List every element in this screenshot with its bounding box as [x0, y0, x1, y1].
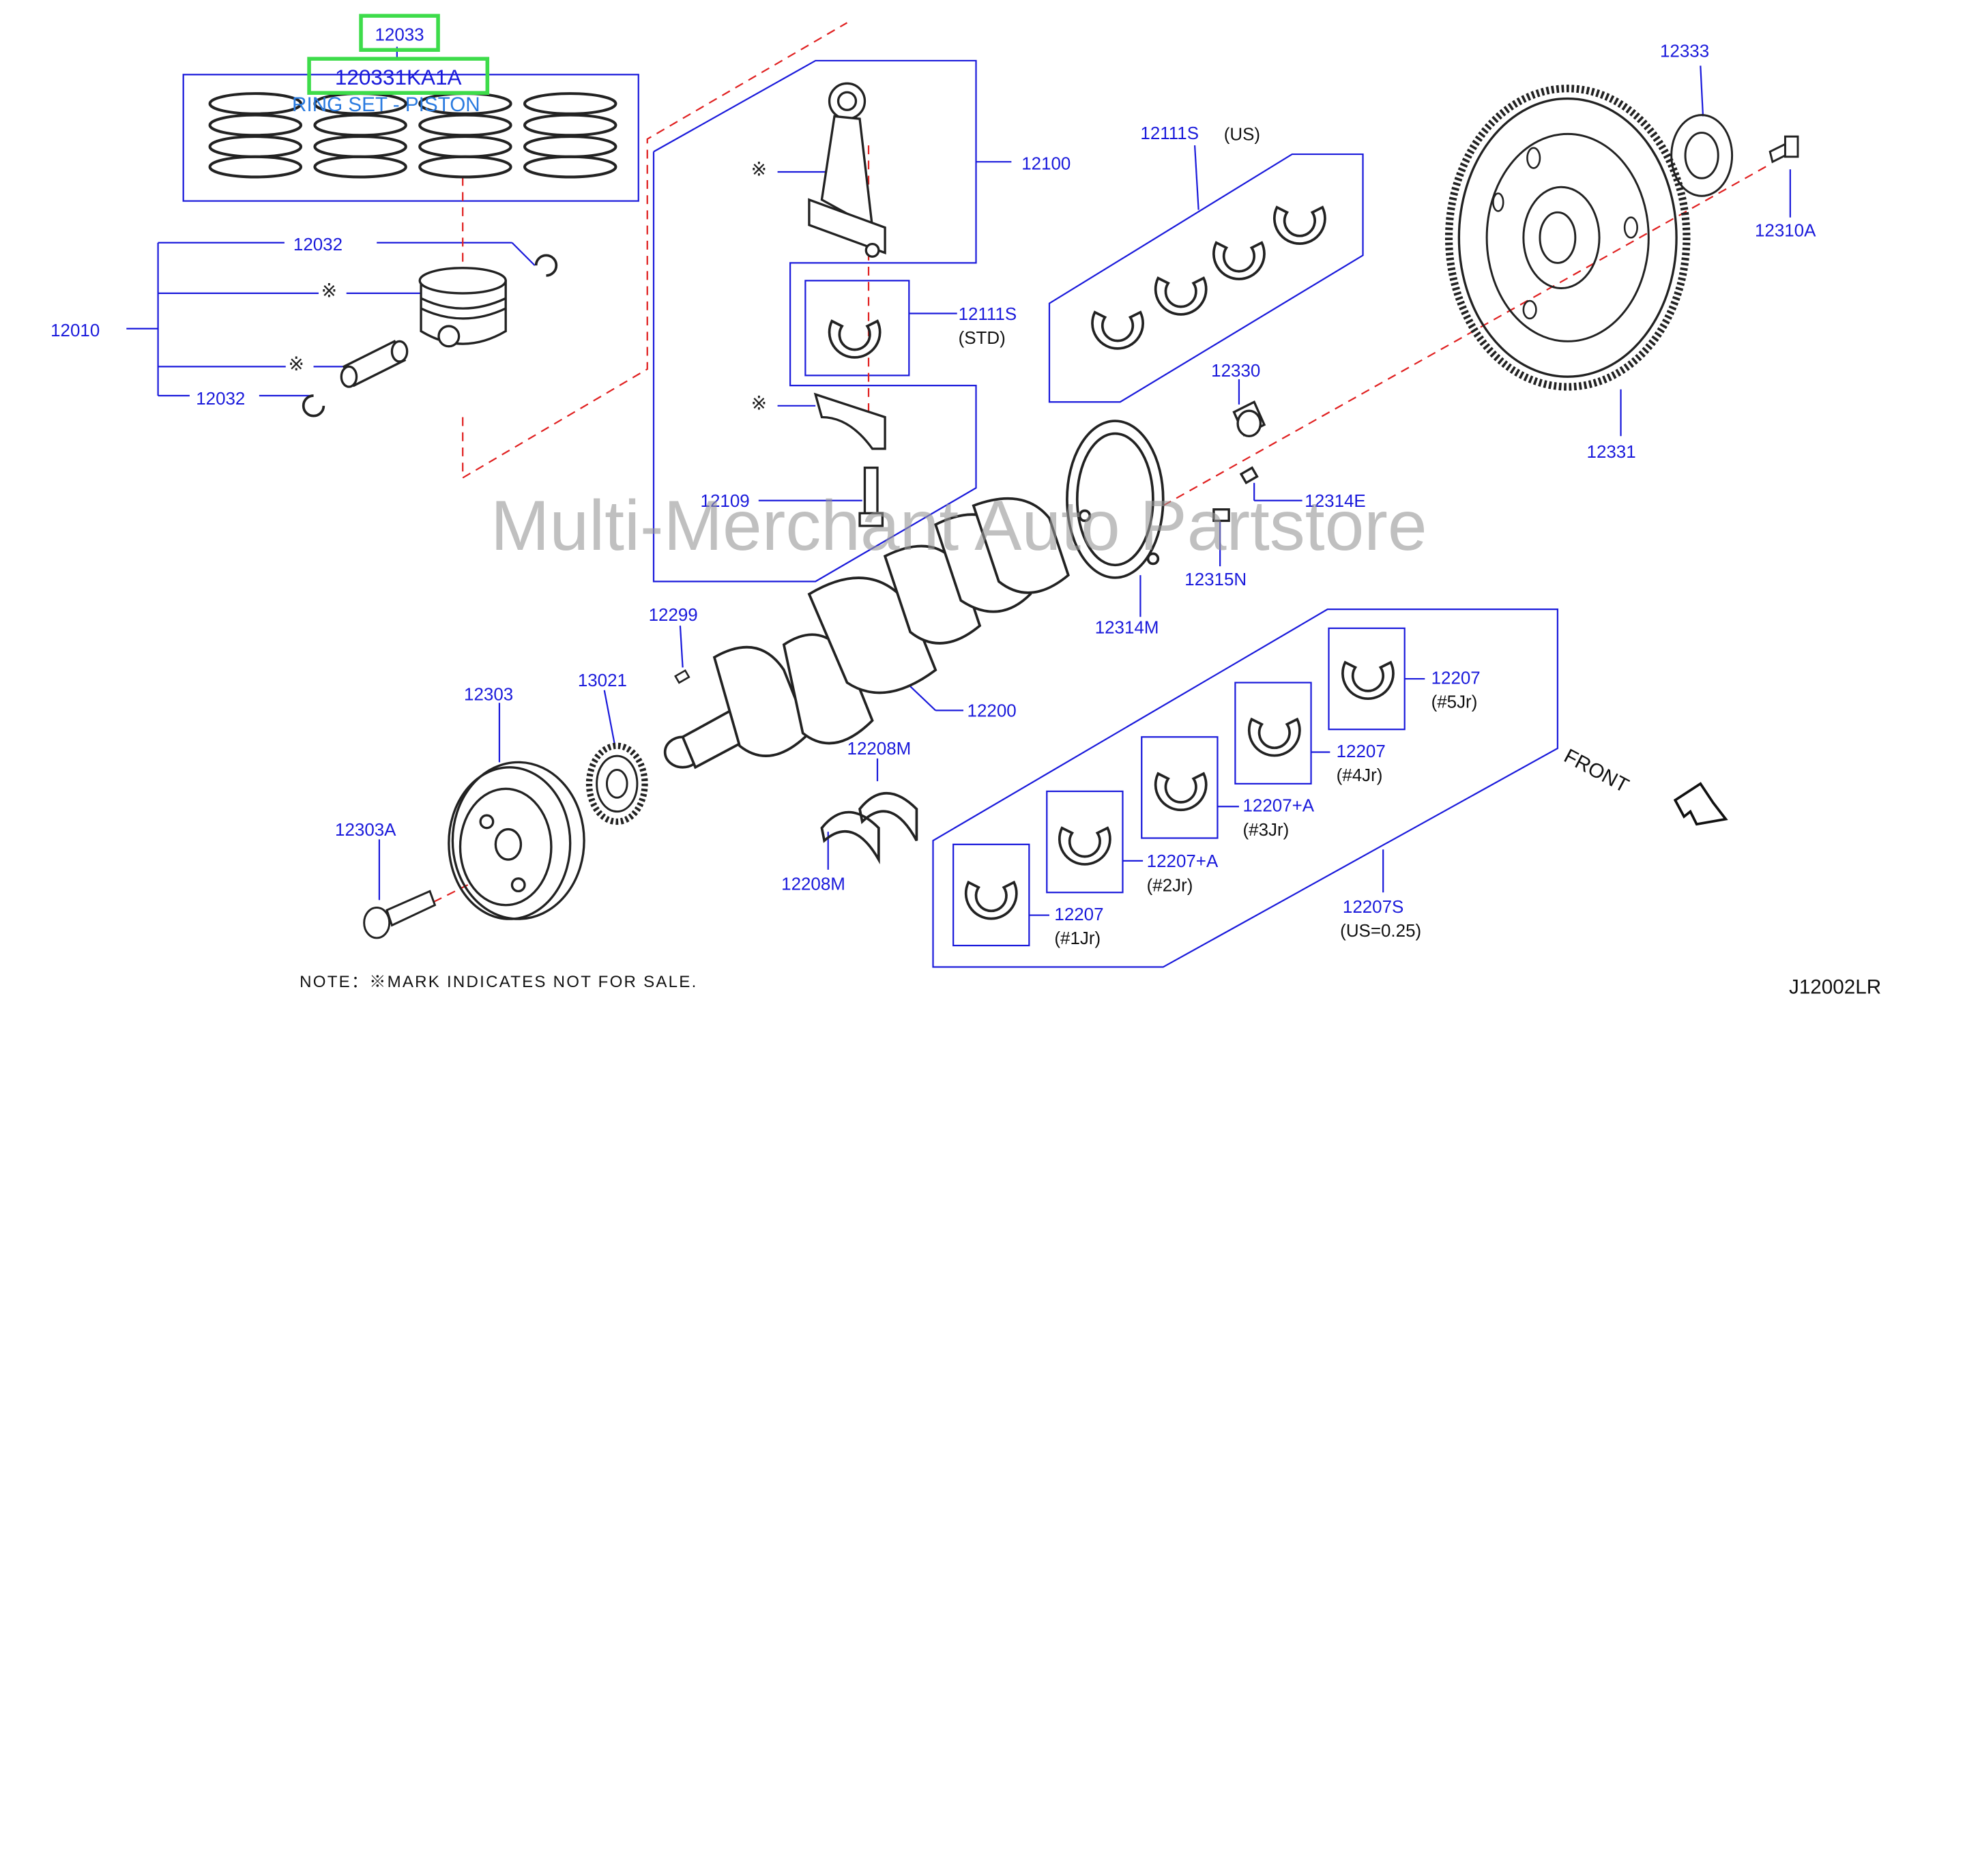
- not-for-sale-mark-pin: ※: [288, 353, 304, 376]
- label-12331[interactable]: 12331: [1586, 441, 1636, 462]
- label-12111s-us[interactable]: 12111S: [1140, 122, 1199, 143]
- label-12200[interactable]: 12200: [967, 700, 1017, 721]
- label-jr4: (#4Jr): [1336, 765, 1383, 785]
- label-jr2: (#2Jr): [1146, 875, 1193, 895]
- label-12109[interactable]: 12109: [700, 490, 750, 511]
- part-code-highlight[interactable]: 12033: [359, 14, 440, 52]
- label-12207-1[interactable]: 12207: [1054, 903, 1104, 924]
- reinforcement-plate: [1670, 114, 1734, 197]
- ring-set-box: [182, 74, 639, 202]
- piston: [418, 267, 507, 348]
- not-for-sale-mark-piston: ※: [321, 280, 337, 302]
- label-jr3: (#3Jr): [1242, 819, 1290, 840]
- label-12207-4[interactable]: 12207: [1336, 740, 1386, 761]
- pilot-bushing: [1232, 400, 1266, 437]
- label-12111s-std[interactable]: 12111S: [958, 303, 1017, 324]
- label-jr5: (#5Jr): [1431, 691, 1478, 712]
- rod-cap: [813, 392, 886, 450]
- label-std: (STD): [958, 327, 1006, 348]
- piston-pin: [340, 340, 409, 388]
- piston-pin-clips: [302, 254, 558, 417]
- label-12207a-2[interactable]: 12207+A: [1146, 851, 1219, 871]
- diagram-drawing: [126, 22, 1799, 968]
- label-12299[interactable]: 12299: [648, 604, 698, 625]
- crank-sprocket: [585, 742, 648, 825]
- rod-bolt: [858, 466, 884, 527]
- diagram-code: J12002LR: [1788, 977, 1882, 999]
- label-12207-5[interactable]: 12207: [1431, 667, 1481, 688]
- label-12315n[interactable]: 12315N: [1184, 568, 1247, 589]
- footnote: NOTE：※MARK INDICATES NOT FOR SALE.: [300, 971, 698, 991]
- label-12032-top[interactable]: 12032: [293, 233, 343, 254]
- label-12310a[interactable]: 12310A: [1754, 220, 1816, 241]
- label-12208m-bottom[interactable]: 12208M: [781, 873, 845, 894]
- part-code-12033: 12033: [375, 24, 424, 44]
- label-us: (US): [1223, 123, 1261, 145]
- not-for-sale-mark-rod: ※: [751, 159, 767, 181]
- label-12100[interactable]: 12100: [1021, 153, 1071, 173]
- label-12303[interactable]: 12303: [464, 684, 514, 705]
- label-12303a[interactable]: 12303A: [335, 819, 396, 840]
- front-arrow: [1673, 782, 1728, 826]
- conrod-box: [652, 59, 977, 583]
- part-number-120331KA1A: 120331KA1A: [334, 65, 462, 90]
- label-us-025: (US=0.25): [1340, 920, 1422, 941]
- label-jr1: (#1Jr): [1054, 928, 1101, 948]
- label-12207s[interactable]: 12207S: [1342, 896, 1404, 917]
- label-13021[interactable]: 13021: [577, 670, 627, 690]
- crankshaft: [663, 497, 1070, 770]
- connecting-rod: [808, 82, 886, 258]
- pulley-bolt: [363, 890, 437, 939]
- label-12333[interactable]: 12333: [1659, 40, 1710, 61]
- label-12314e[interactable]: 12314E: [1305, 490, 1366, 511]
- main-bearing-box: [932, 609, 1559, 968]
- label-12207a-3[interactable]: 12207+A: [1242, 795, 1315, 816]
- label-12314m[interactable]: 12314M: [1094, 617, 1159, 637]
- part-number-highlight[interactable]: 120331KA1A: [307, 57, 490, 95]
- label-12010[interactable]: 12010: [50, 319, 100, 340]
- us-bearing-box: [1048, 153, 1364, 403]
- label-12032-bottom[interactable]: 12032: [196, 387, 246, 409]
- crank-pulley: [448, 761, 585, 920]
- label-12330[interactable]: 12330: [1211, 360, 1261, 381]
- ring-set-description: RING SET - PISTON: [292, 94, 480, 117]
- thrust-washers: [820, 792, 918, 865]
- bearing-shells: [828, 205, 1395, 920]
- watermark: Multi-Merchant Auto Partstore: [490, 485, 1427, 566]
- not-for-sale-mark-cap: ※: [751, 393, 767, 415]
- sensor-plate: [1066, 420, 1165, 579]
- label-12208m-top[interactable]: 12208M: [847, 738, 912, 759]
- flywheel: [1444, 85, 1691, 391]
